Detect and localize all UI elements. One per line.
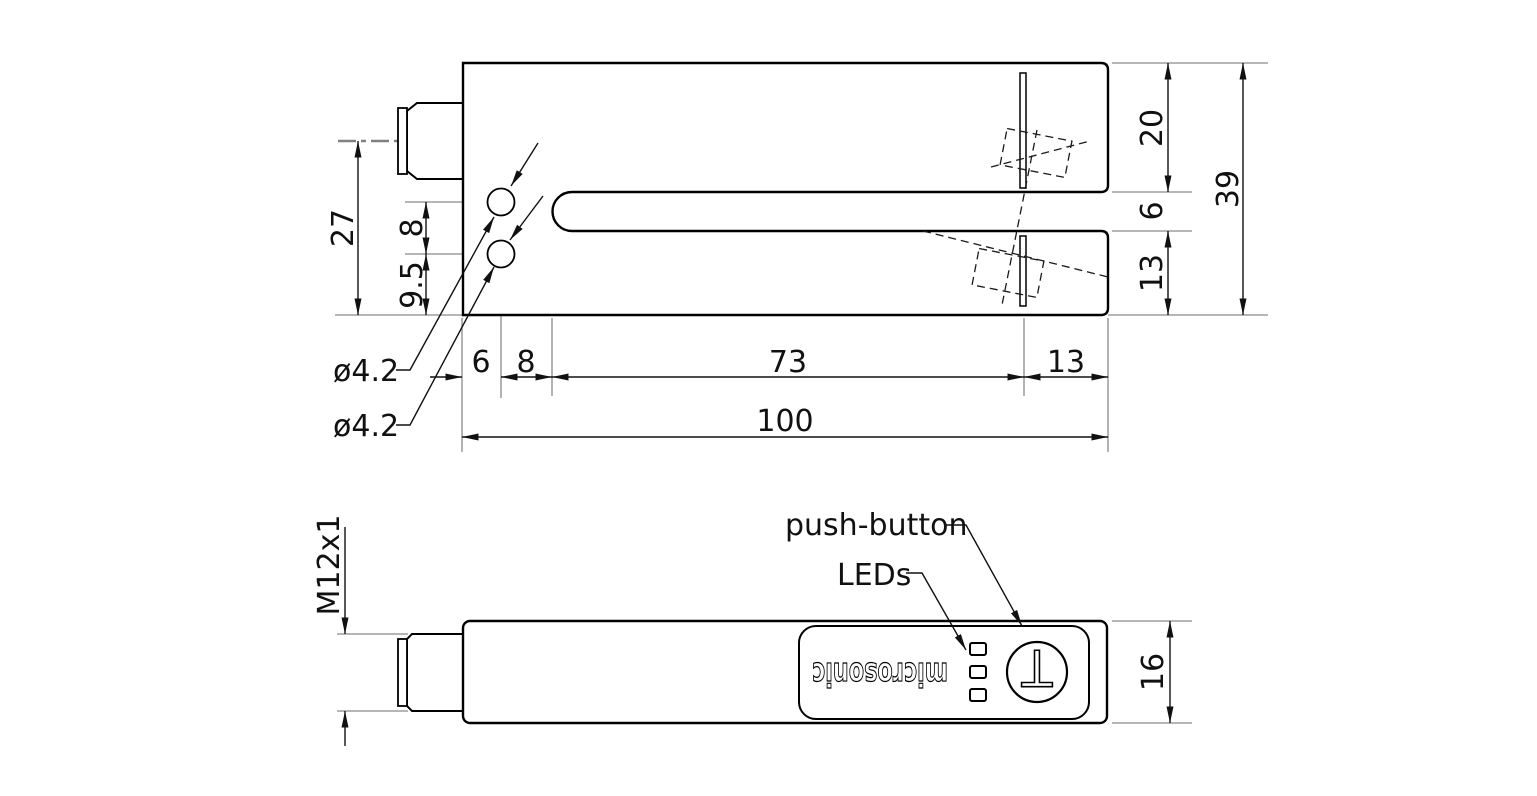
sensor-body-side-outline bbox=[461, 619, 1109, 725]
top-view bbox=[397, 61, 1110, 317]
transducer-slit-upper bbox=[1019, 72, 1027, 189]
mounting-hole-upper bbox=[486, 187, 516, 217]
microsonic-logo: microsonic bbox=[812, 655, 948, 694]
tilt-axis-upper bbox=[990, 140, 1091, 168]
fork-sensor-body-outline bbox=[461, 61, 1110, 317]
dim-text-8: 8 bbox=[516, 345, 535, 380]
mounting-hole-lower bbox=[486, 239, 516, 269]
leader-push-button bbox=[946, 524, 1023, 627]
leader-hole-lower-far bbox=[509, 195, 544, 241]
side-view bbox=[397, 619, 1109, 725]
dim-text-39: 39 bbox=[1211, 170, 1246, 208]
dim-text-73: 73 bbox=[769, 345, 807, 380]
m12-connector-side-view bbox=[406, 633, 464, 712]
dim-text-13: 13 bbox=[1047, 345, 1085, 380]
tilt-axis-lower bbox=[922, 230, 1109, 278]
dim-text-9-5: 9.5 bbox=[395, 261, 430, 309]
teach-button-icon: T bbox=[1021, 638, 1053, 696]
leader-hole-lower bbox=[396, 266, 495, 426]
m12-connector-top-view bbox=[406, 102, 464, 180]
transducer-tilt-indication bbox=[922, 127, 1109, 306]
leader-hole-upper bbox=[396, 216, 495, 371]
dim-text-8-vert: 8 bbox=[395, 218, 430, 237]
leader-leds bbox=[906, 572, 967, 651]
hole-label-upper: ø4.2 bbox=[333, 354, 399, 389]
led-indicator bbox=[969, 642, 987, 656]
m12-connector-collar-side bbox=[397, 638, 408, 707]
dimension-lines bbox=[341, 63, 1247, 746]
leds-label: LEDs bbox=[837, 558, 911, 593]
led-indicator bbox=[969, 688, 987, 702]
dim-text-16: 16 bbox=[1136, 653, 1171, 691]
thread-label-m12x1: M12x1 bbox=[312, 515, 347, 616]
dim-text-27: 27 bbox=[326, 209, 361, 247]
dim-text-6-vert: 6 bbox=[1135, 201, 1170, 220]
transducer-slit-lower bbox=[1019, 235, 1027, 307]
hole-label-lower: ø4.2 bbox=[333, 409, 399, 444]
dim-text-100: 100 bbox=[756, 404, 813, 439]
dim-text-13-vert: 13 bbox=[1135, 254, 1170, 292]
m12-connector-collar bbox=[397, 107, 408, 175]
led-indicator bbox=[969, 665, 987, 679]
leader-hole-upper-far bbox=[510, 142, 539, 187]
tilt-axis-vertical bbox=[1001, 129, 1038, 306]
dimension-texts: 6 8 73 13 100 27 8 9.5 20 6 13 39 ø4.2 ø… bbox=[312, 109, 1246, 691]
push-button-label: push-button bbox=[785, 508, 967, 543]
label-panel bbox=[798, 625, 1090, 720]
tilted-transducer-outline-upper bbox=[999, 127, 1073, 179]
dim-text-6: 6 bbox=[471, 345, 490, 380]
teach-push-button bbox=[1005, 640, 1069, 704]
dim-text-20: 20 bbox=[1135, 109, 1170, 147]
tilted-transducer-outline-lower bbox=[971, 247, 1045, 299]
